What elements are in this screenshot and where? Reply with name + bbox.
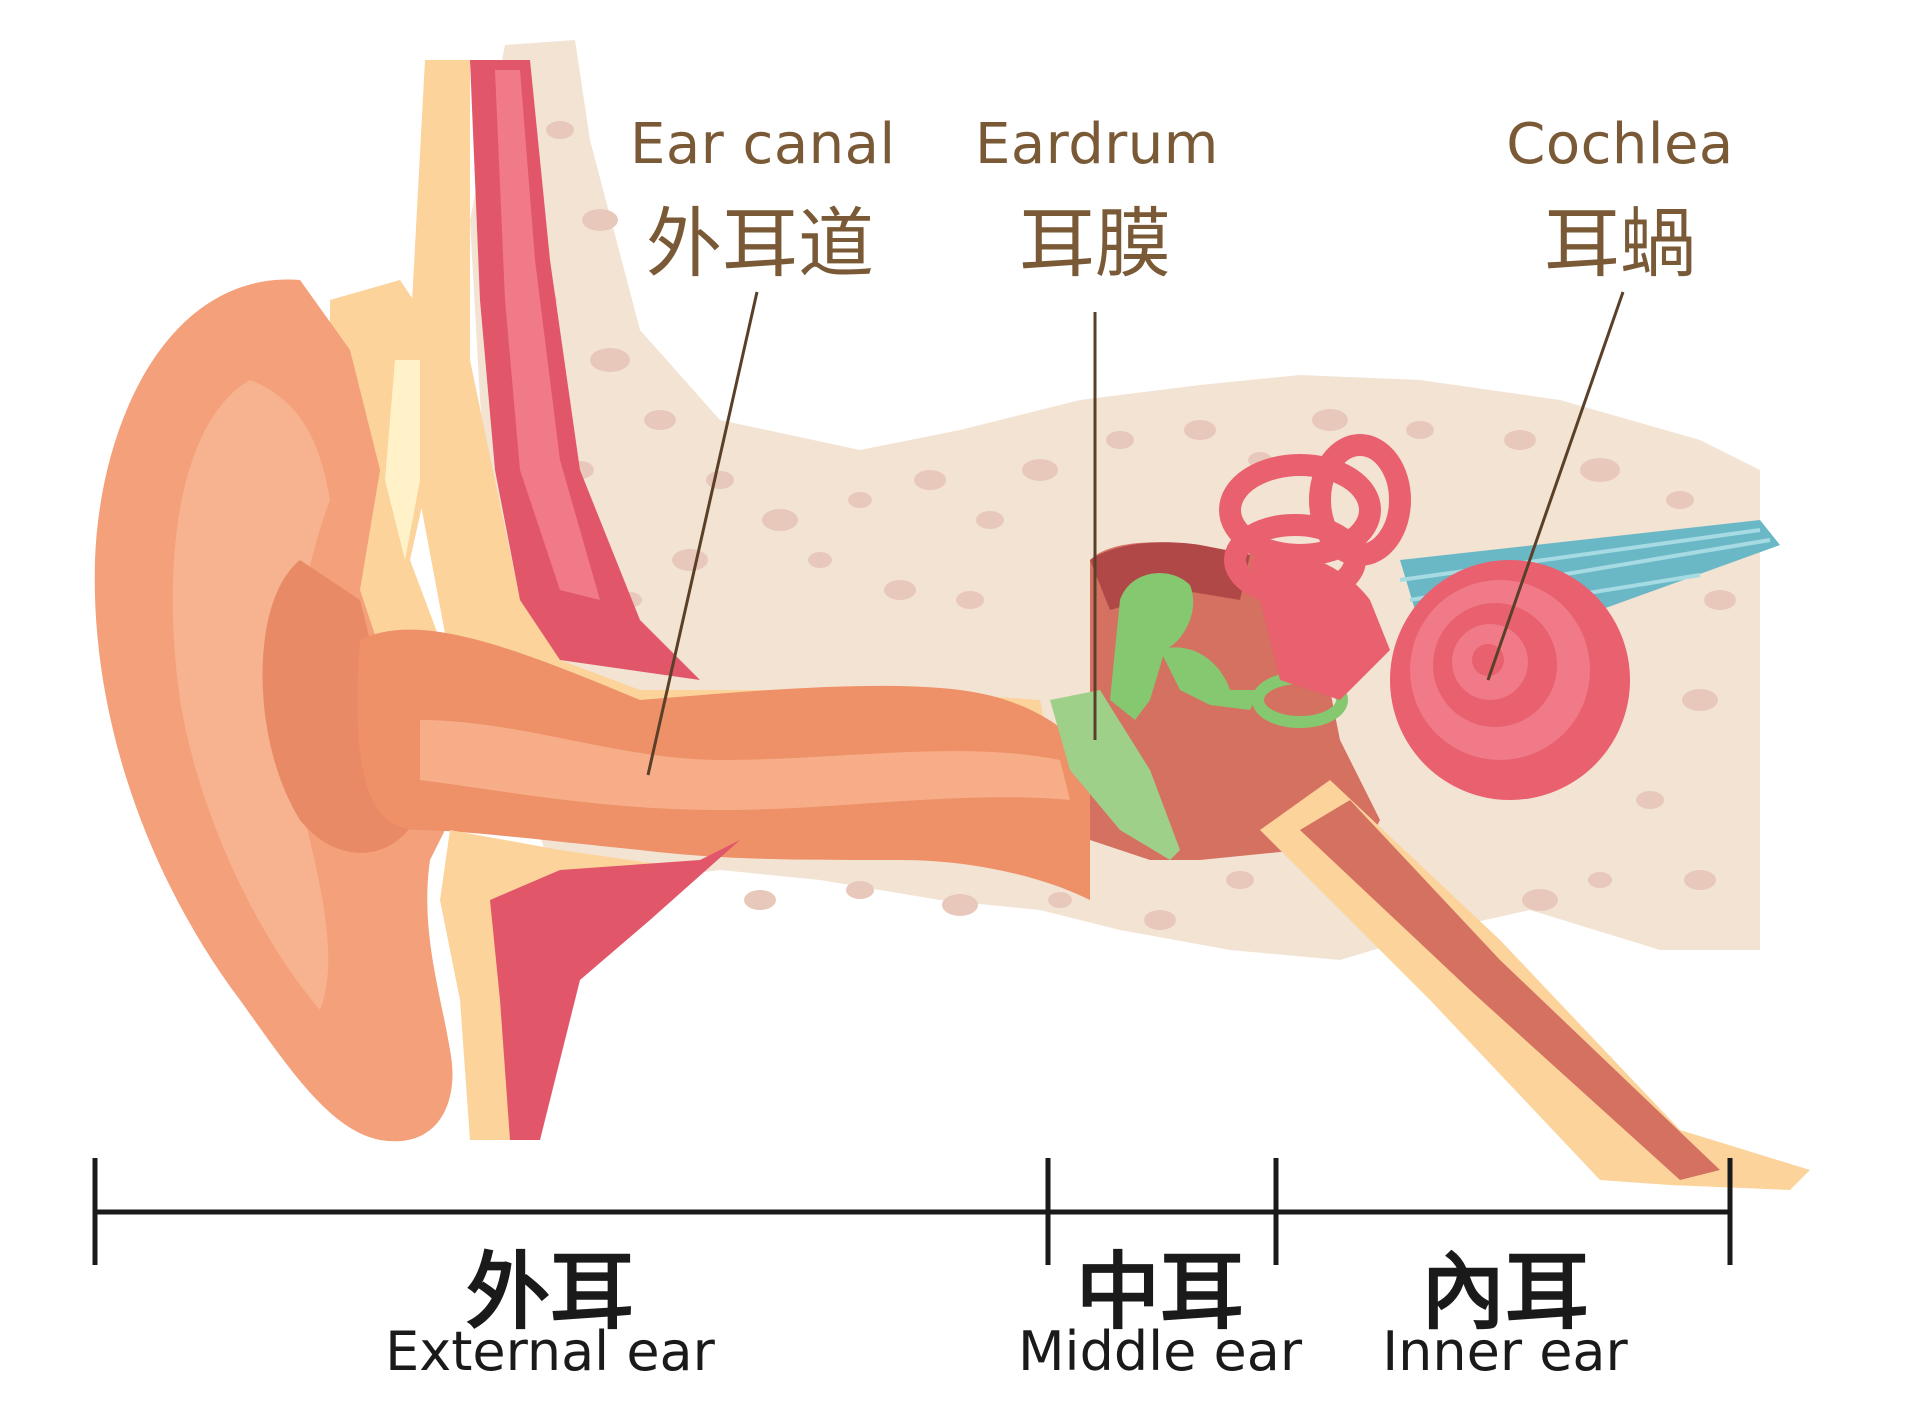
bone-pore bbox=[546, 121, 574, 139]
bone-pore bbox=[808, 552, 832, 568]
bone-pore bbox=[1226, 871, 1254, 889]
pinna-fold bbox=[172, 380, 330, 1010]
bone-pore bbox=[744, 890, 776, 910]
external-ear-label-en: External ear bbox=[385, 1320, 715, 1383]
ear-canal-label-en: Ear canal bbox=[630, 112, 896, 177]
bone-pore bbox=[1406, 421, 1434, 439]
external-ear-label-zh: 外耳 bbox=[465, 1243, 634, 1341]
bone-pore bbox=[1106, 431, 1134, 449]
bone-pore bbox=[1144, 910, 1176, 930]
bone-pore bbox=[1522, 889, 1558, 911]
malleus bbox=[1110, 573, 1194, 720]
inner-ear-label-zh: 內耳 bbox=[1420, 1243, 1589, 1341]
bone-pore bbox=[1184, 420, 1216, 440]
bone-pore bbox=[1682, 689, 1718, 711]
bone-pore bbox=[1636, 791, 1664, 809]
ear-canal-label-zh: 外耳道 bbox=[646, 199, 874, 288]
bone-pore bbox=[884, 580, 916, 600]
incus bbox=[1160, 647, 1260, 710]
tragus-highlight bbox=[385, 360, 420, 560]
section-ruler bbox=[92, 1158, 1733, 1265]
temporal-muscle-highlight bbox=[495, 70, 600, 600]
bone-pore bbox=[976, 511, 1004, 529]
bone-pore bbox=[762, 509, 798, 531]
bone-pore bbox=[1704, 590, 1736, 610]
ear-canal-leader bbox=[646, 291, 759, 776]
bone-pore bbox=[590, 348, 630, 372]
bone-pore bbox=[914, 470, 946, 490]
ear-canal-highlight bbox=[420, 720, 1070, 810]
bone-pore bbox=[1588, 872, 1612, 888]
eustachian-tube-inner bbox=[1300, 800, 1720, 1180]
bone-pore bbox=[582, 209, 618, 231]
bone-pore bbox=[1666, 491, 1694, 509]
eardrum-label-zh: 耳膜 bbox=[1019, 199, 1171, 288]
bone-pore bbox=[1022, 459, 1058, 481]
eardrum-shape bbox=[1050, 690, 1180, 860]
cochlea-label-en: Cochlea bbox=[1506, 112, 1734, 177]
bone-pore bbox=[644, 410, 676, 430]
lower-muscle bbox=[490, 840, 740, 1140]
bone-pore bbox=[942, 894, 978, 916]
bone-pore bbox=[1312, 409, 1348, 431]
cochlea-label-zh: 耳蝸 bbox=[1544, 199, 1696, 288]
bone-pore bbox=[846, 881, 874, 899]
bone-pore bbox=[672, 549, 708, 571]
bone-pore bbox=[956, 591, 984, 609]
bone-pore bbox=[1504, 430, 1536, 450]
middle-ear-label-en: Middle ear bbox=[1017, 1320, 1303, 1383]
middle-ear-label-zh: 中耳 bbox=[1075, 1243, 1244, 1341]
bone-pore bbox=[1048, 892, 1072, 908]
bone-pore bbox=[848, 492, 872, 508]
bone-pore bbox=[1684, 870, 1716, 890]
eardrum-label-en: Eardrum bbox=[975, 112, 1219, 177]
vestibule bbox=[1250, 552, 1390, 700]
inner-ear-label-en: Inner ear bbox=[1382, 1320, 1628, 1383]
bone-pore bbox=[706, 471, 734, 489]
bone-pore bbox=[1580, 458, 1620, 482]
cochlea-leader bbox=[1486, 291, 1625, 681]
cochlea-shape bbox=[1390, 560, 1630, 800]
